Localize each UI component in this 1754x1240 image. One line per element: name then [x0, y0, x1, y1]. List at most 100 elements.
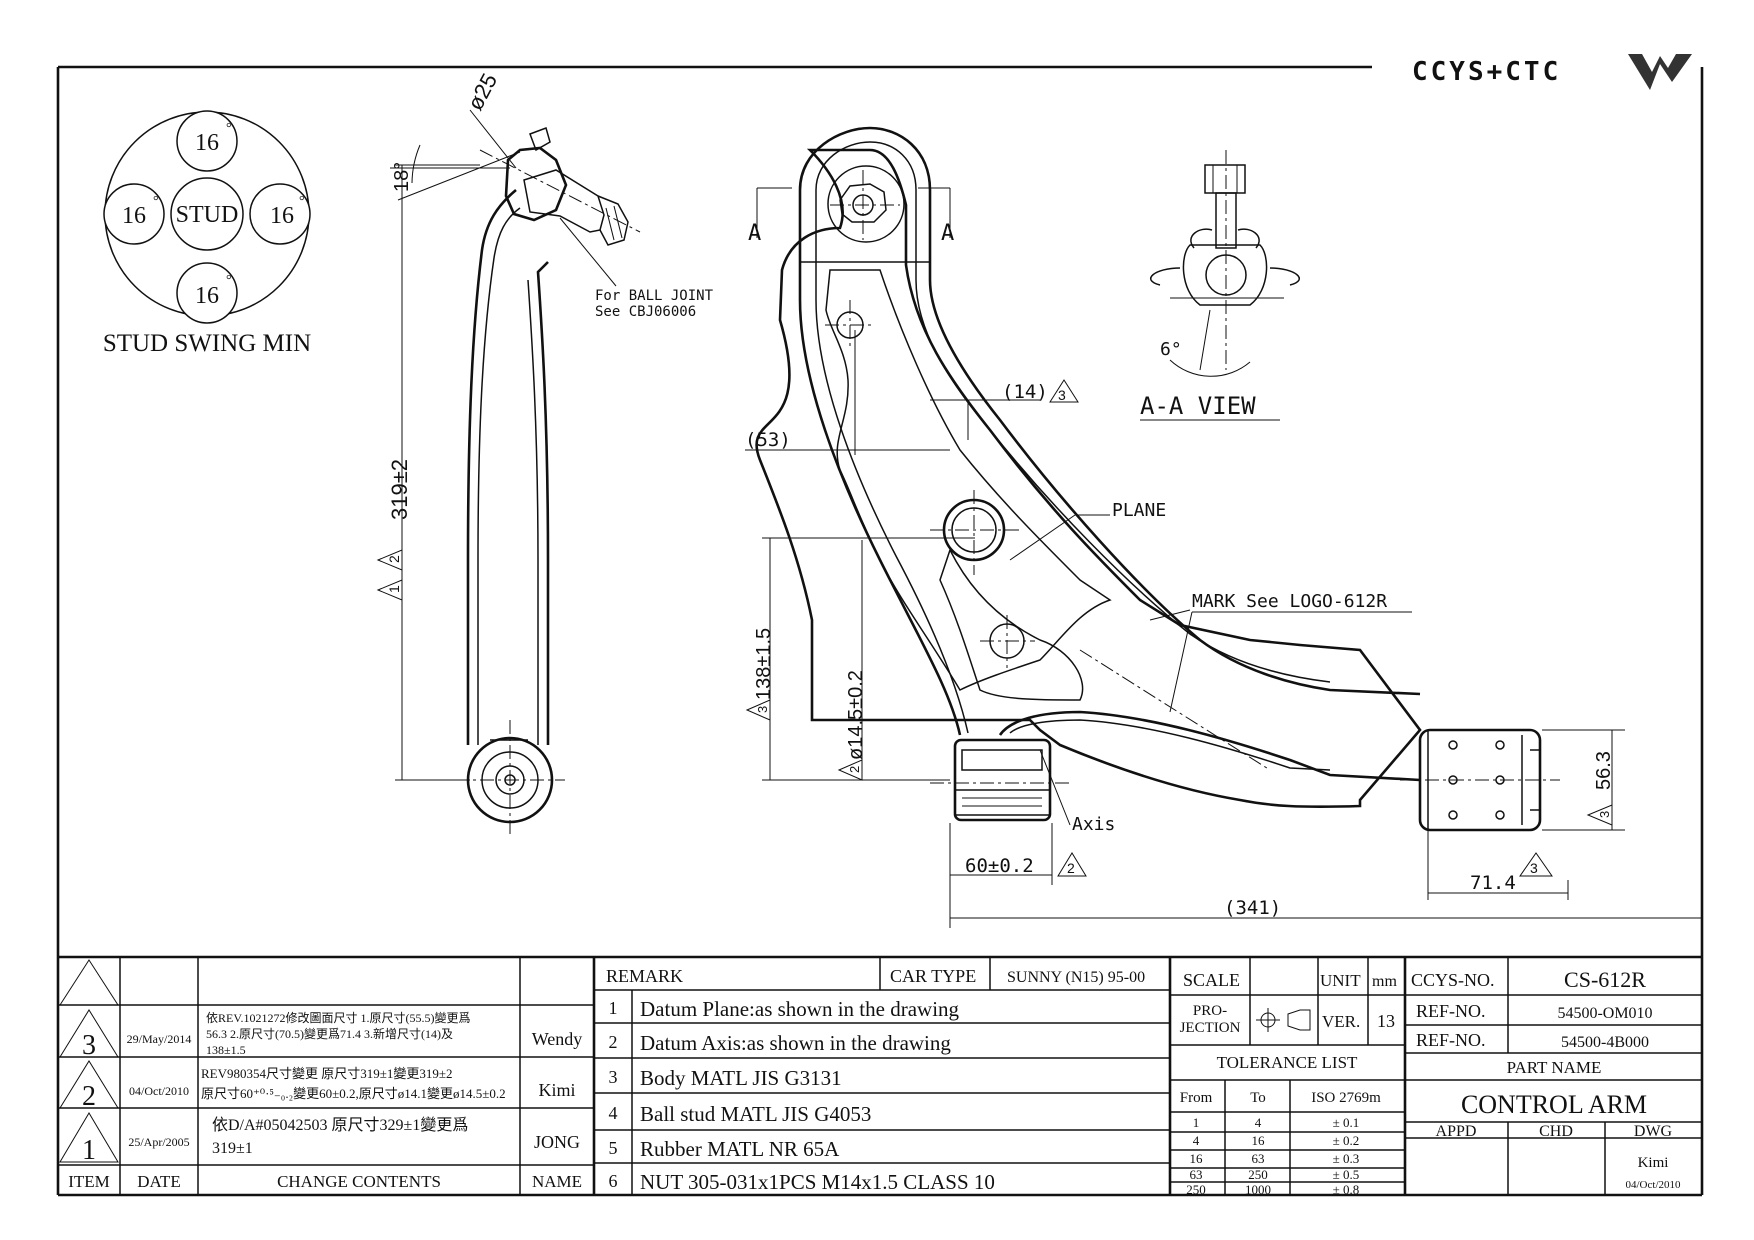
section-a-right: A [941, 221, 954, 246]
rev-1-line1: 依D/A#05042503 原尺寸329±1變更爲 [212, 1116, 468, 1134]
rev-date-3: 29/May/2014 [127, 1032, 192, 1046]
dwg-name: Kimi [1638, 1155, 1669, 1171]
drawing-border [56, 65, 1704, 1197]
tol-from: 16 [1190, 1151, 1204, 1166]
rev-item-1: 1 [82, 1135, 96, 1166]
rev-item-2: 2 [82, 1081, 96, 1112]
rev-name-1: JONG [534, 1132, 580, 1152]
tol-value: ± 0.3 [1333, 1151, 1360, 1166]
dim-138: 138±1.5 [753, 628, 775, 700]
ccys-no-value: CS-612R [1564, 967, 1646, 992]
remark-text-2: Datum Axis:as shown in the drawing [640, 1031, 951, 1055]
dim-60: 60±0.2 [965, 855, 1034, 877]
stud-swing-caption: STUD SWING MIN [103, 330, 311, 357]
tol-to: 1000 [1245, 1182, 1271, 1197]
projection-line2: JECTION [1180, 1020, 1241, 1036]
remark-text-6: NUT 305-031x1PCS M14x1.5 CLASS 10 [640, 1170, 995, 1194]
tol-value: ± 0.1 [1333, 1115, 1360, 1130]
chd-label: CHD [1539, 1123, 1573, 1140]
section-aa-view: 6° A-A VIEW [1140, 150, 1301, 421]
tol-header-from: From [1180, 1090, 1213, 1106]
tol-value: ± 0.2 [1333, 1133, 1360, 1148]
tol-to: 16 [1252, 1133, 1266, 1148]
rev-date-1: 25/Apr/2005 [128, 1135, 189, 1149]
remark-no-2: 2 [609, 1032, 618, 1052]
tol-from: 4 [1193, 1133, 1200, 1148]
tolerance-rows: 1 4 ± 0.1 4 16 ± 0.2 16 63 ± 0.3 63 250 … [1186, 1115, 1359, 1197]
swing-bottom: 16 [195, 283, 219, 309]
dim-563: 56.3 [1593, 751, 1615, 790]
remark-text-1: Datum Plane:as shown in the drawing [640, 997, 960, 1021]
mark-label: MARK See LOGO-612R [1192, 591, 1387, 612]
rev-date-2: 04/Oct/2010 [129, 1084, 189, 1098]
swing-right: 16 [270, 203, 294, 229]
appd-label: APPD [1436, 1123, 1477, 1140]
rev-3-line3: 138±1.5 [206, 1043, 246, 1057]
tol-to: 4 [1255, 1115, 1262, 1130]
ref1-label: REF-NO. [1416, 1001, 1486, 1021]
remark-no-1: 1 [609, 998, 618, 1018]
tol-value: ± 0.5 [1333, 1167, 1360, 1182]
logo-text: CCYS+CTC [1412, 57, 1561, 87]
rev-triangle-2b: 2 [847, 766, 862, 773]
company-logo: CCYS+CTC [1412, 54, 1692, 90]
dim-diameter-145: ø14.5±0.2 [845, 670, 867, 760]
tol-value: ± 0.8 [1333, 1182, 1360, 1197]
dwg-date: 04/Oct/2010 [1626, 1179, 1681, 1191]
swing-left-degree: ° [153, 194, 159, 209]
ver-value: 13 [1377, 1011, 1395, 1031]
swing-left: 16 [122, 203, 146, 229]
tol-from: 250 [1186, 1182, 1206, 1197]
title-block: CCYS-NO. CS-612R REF-NO. 54500-OM010 REF… [1405, 957, 1702, 1195]
ref2-value: 54500-4B000 [1561, 1034, 1649, 1051]
unit-label: UNIT [1320, 971, 1361, 990]
unit-value: mm [1372, 973, 1397, 990]
part-name-value: CONTROL ARM [1461, 1090, 1647, 1119]
rev-name-2: Kimi [538, 1080, 575, 1100]
swing-top: 16 [195, 130, 219, 156]
remarks-table: REMARK CAR TYPE SUNNY (N15) 95-00 1 Datu… [594, 957, 1172, 1195]
rev-2-line2: 原尺寸60⁺⁰·⁵₋₀.₂變更60±0.2,原尺寸ø14.1變更ø14.5±0.… [201, 1086, 506, 1101]
tol-header-iso: ISO 2769m [1311, 1090, 1381, 1106]
main-view: A A Axis PLANE MARK See LOGO-612R ( [745, 126, 1702, 928]
rev-triangle-3d: 3 [1597, 811, 1612, 818]
dim-53: (53) [745, 429, 791, 451]
car-type-value: SUNNY (N15) 95-00 [1007, 969, 1145, 986]
tolerance-block: SCALE UNIT mm PRO- JECTION VER. 13 TOLER… [1170, 957, 1407, 1197]
remark-label: REMARK [606, 966, 683, 986]
tol-from: 1 [1193, 1115, 1200, 1130]
dim-diameter-25: ø25 [462, 69, 502, 114]
rev-2-line1: REV980354尺寸變更 原尺寸319±1變更319±2 [201, 1066, 453, 1081]
section-angle-6: 6° [1160, 339, 1182, 360]
header-contents: CHANGE CONTENTS [277, 1172, 441, 1191]
rev-triangle-2c: 2 [1067, 860, 1075, 876]
ccys-no-label: CCYS-NO. [1411, 970, 1495, 990]
tol-from: 63 [1190, 1167, 1203, 1182]
part-name-label: PART NAME [1507, 1058, 1602, 1077]
remark-no-6: 6 [609, 1171, 618, 1191]
header-item: ITEM [68, 1172, 110, 1191]
tol-header-to: To [1250, 1090, 1266, 1106]
rev-item-3: 3 [82, 1030, 96, 1061]
header-name: NAME [532, 1172, 582, 1191]
rev-triangle-3a: 3 [1058, 387, 1066, 403]
ver-label: VER. [1322, 1012, 1360, 1031]
ref1-value: 54500-OM010 [1557, 1005, 1652, 1022]
remark-no-5: 5 [609, 1138, 618, 1158]
rev-triangle-2: 2 [386, 555, 402, 563]
swing-bottom-degree: ° [226, 273, 232, 288]
ball-joint-note-1: For BALL JOINT [595, 288, 714, 304]
rev-3-line1: 依REV.1021272修改圖面尺寸 1.原尺寸(55.5)變更爲 [206, 1010, 470, 1025]
logo-mark-icon [1628, 54, 1692, 90]
rev-3-line2: 56.3 2.原尺寸(70.5)變更爲71.4 3.新增尺寸(14)及 [206, 1026, 453, 1041]
swing-right-degree: ° [299, 194, 305, 209]
stud-label: STUD [176, 202, 239, 228]
axis-label: Axis [1072, 814, 1115, 835]
remark-no-4: 4 [609, 1103, 618, 1123]
rev-triangle-3b: 3 [755, 706, 770, 713]
remark-text-5: Rubber MATL NR 65A [640, 1137, 840, 1161]
rev-1-line2: 319±1 [212, 1140, 253, 1157]
revision-table: 3 2 1 29/May/2014 04/Oct/2010 25/Apr/200… [58, 955, 1702, 1195]
dim-14: (14) [1002, 381, 1048, 403]
